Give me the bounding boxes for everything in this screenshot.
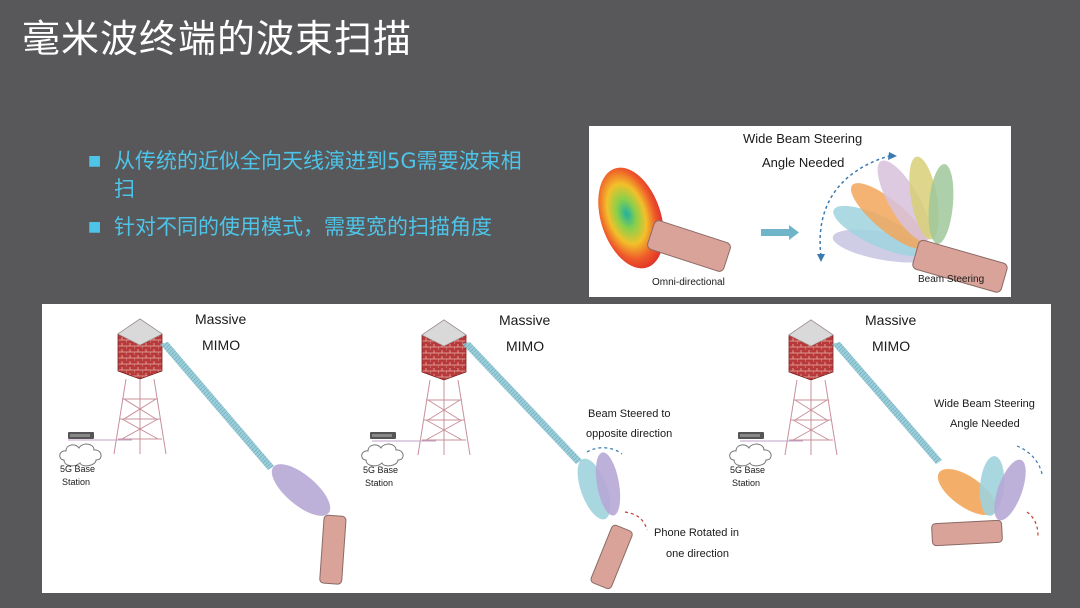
- omni-label: Omni-directional: [652, 277, 725, 288]
- bullet-text: 针对不同的使用模式，需要宽的扫描角度: [114, 215, 492, 239]
- beam-steering-illustration: [598, 152, 1008, 293]
- station-label-line2: Station: [365, 478, 394, 488]
- phone-icon: [319, 514, 347, 585]
- phone-beam: [595, 452, 621, 516]
- bullet-item: ■ 针对不同的使用模式，需要宽的扫描角度: [88, 213, 528, 241]
- mimo-scenarios-figure: Massive MIMO 5G Base Station Massive MIM…: [42, 304, 1051, 593]
- beam-steering-label: Beam Steering: [918, 274, 985, 285]
- tower-label-line1: Massive: [865, 312, 917, 328]
- scene2-note-line2: opposite direction: [586, 428, 673, 440]
- tower-icon: [113, 318, 167, 455]
- figure-header-line2: Angle Needed: [762, 155, 845, 170]
- phone-beam: [994, 459, 1026, 521]
- rotation-arrow-icon: [586, 447, 623, 455]
- bullet-item: ■ 从传统的近似全向天线演进到5G需要波束相扫: [88, 147, 528, 203]
- steering-arc-arrow: [1016, 445, 1043, 475]
- steering-arc-arrow: [819, 155, 890, 257]
- phone-icon: [647, 220, 731, 272]
- tower-label-line1: Massive: [499, 312, 551, 328]
- station-label-line2: Station: [732, 478, 761, 488]
- mimo-scenarios-illustration: [59, 318, 1043, 590]
- steered-beams: [832, 156, 954, 263]
- phone-icon: [590, 524, 633, 590]
- station-label-line1: 5G Base: [730, 465, 766, 475]
- phone-beam: [577, 458, 611, 520]
- base-station-icon: [361, 431, 404, 467]
- rotation-arrow-icon: [624, 511, 648, 531]
- tower-label-line2: MIMO: [506, 338, 545, 354]
- bullet-square-icon: ■: [88, 153, 102, 169]
- figure-header-line1: Wide Beam Steering: [743, 131, 863, 146]
- mimo-beam: [832, 342, 942, 464]
- scene3-note-line2: Angle Needed: [950, 418, 1020, 430]
- scene-1: [59, 318, 347, 585]
- station-label-line2: Station: [62, 477, 91, 487]
- scene-2: [361, 319, 648, 590]
- scene-3: [729, 319, 1043, 547]
- station-label-line1: 5G Base: [60, 464, 96, 474]
- mimo-beam: [462, 342, 582, 464]
- scene2-phone-line1: Phone Rotated in: [654, 527, 740, 539]
- scene2-phone-line2: one direction: [666, 548, 729, 560]
- base-station-icon: [729, 431, 772, 467]
- beam-steering-figure: Wide Beam Steering Angle Needed Omni-dir…: [589, 126, 1011, 297]
- scene2-note-line1: Beam Steered to: [588, 408, 671, 420]
- tower-icon: [784, 319, 838, 456]
- phone-icon: [931, 519, 1003, 547]
- bullet-list: ■ 从传统的近似全向天线演进到5G需要波束相扫 ■ 针对不同的使用模式，需要宽的…: [88, 147, 528, 251]
- phone-beam: [271, 464, 331, 516]
- base-station-icon: [59, 431, 102, 467]
- phone-icon: [912, 239, 1008, 293]
- scene3-note-line1: Wide Beam Steering: [934, 398, 1035, 410]
- bullet-square-icon: ■: [88, 219, 102, 235]
- tower-label-line2: MIMO: [872, 338, 911, 354]
- arrow-icon: [761, 229, 789, 236]
- rotation-arrow-icon: [1026, 511, 1039, 537]
- tower-label-line2: MIMO: [202, 337, 241, 353]
- mimo-beam: [160, 342, 274, 470]
- slide-title: 毫米波终端的波束扫描: [22, 17, 413, 61]
- station-label-line1: 5G Base: [363, 465, 399, 475]
- tower-icon: [417, 319, 471, 456]
- tower-label-line1: Massive: [195, 311, 247, 327]
- bullet-text: 从传统的近似全向天线演进到5G需要波束相扫: [114, 149, 522, 201]
- omni-pattern: [598, 167, 664, 269]
